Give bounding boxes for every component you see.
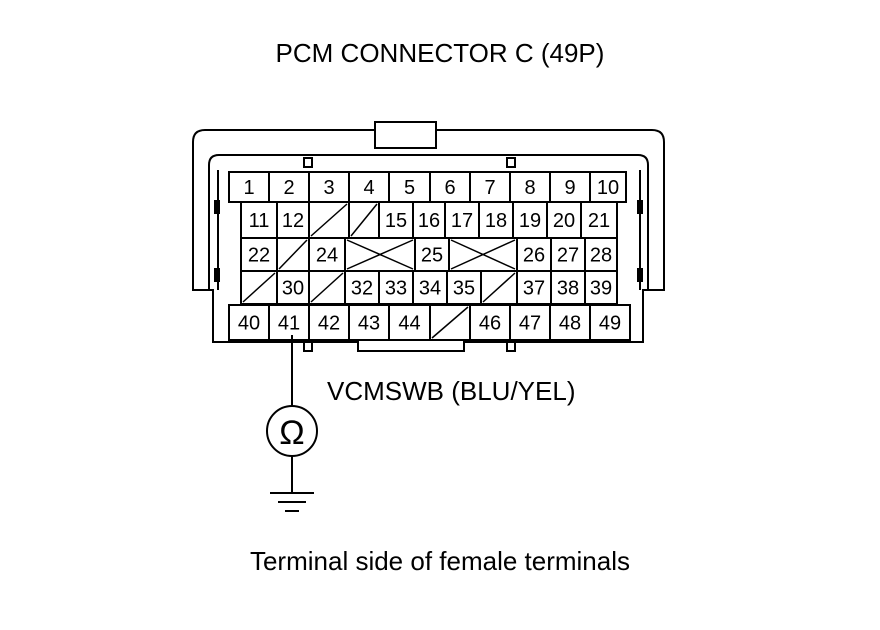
terminal-label: 19: [519, 210, 541, 232]
terminal-label: 35: [453, 278, 475, 300]
terminal-label: 22: [248, 245, 270, 267]
terminal-label: 39: [590, 278, 612, 300]
terminal-label: 24: [316, 245, 338, 267]
terminal-label: 42: [318, 313, 340, 335]
empty-cavity-mark: [278, 239, 308, 270]
terminal-label: 46: [479, 313, 501, 335]
terminal-label: 41: [278, 313, 300, 335]
empty-cavity-mark: [431, 306, 469, 339]
terminal-label: 25: [421, 245, 443, 267]
terminal-label: 2: [283, 177, 294, 199]
terminal-label: 18: [485, 210, 507, 232]
terminal-label: 27: [557, 245, 579, 267]
terminal-label: 21: [588, 210, 610, 232]
terminal-label: 47: [519, 313, 541, 335]
terminal-label: 11: [249, 210, 270, 232]
terminal-label: 48: [559, 313, 581, 335]
terminal-label: 49: [599, 313, 621, 335]
meter-symbol: Ω: [279, 414, 304, 452]
terminal-label: 1: [243, 177, 254, 199]
terminal-label: 17: [451, 210, 473, 232]
terminal-label: 38: [557, 278, 579, 300]
signal-label: VCMSWB (BLU/YEL): [327, 376, 576, 406]
empty-cavity-mark: [482, 272, 516, 303]
terminal-label: 37: [523, 278, 545, 300]
terminal-label: 43: [358, 313, 380, 335]
terminal-label: 16: [418, 210, 440, 232]
terminal-label: 32: [351, 278, 373, 300]
terminal-label: 7: [484, 177, 495, 199]
terminal-label: 9: [564, 177, 575, 199]
empty-cavity-mark: [346, 239, 414, 270]
terminal-label: 28: [590, 245, 612, 267]
terminal-label: 26: [523, 245, 545, 267]
terminal-label: 4: [363, 177, 374, 199]
terminal-cell: [589, 304, 631, 341]
connector-housing: [192, 121, 665, 352]
ground-icon: [270, 492, 314, 512]
empty-cavity-mark: [450, 239, 516, 270]
terminal-label: 44: [398, 313, 420, 335]
terminal-label: 10: [597, 177, 619, 199]
terminal-label: 6: [444, 177, 455, 199]
terminal-label: 34: [419, 278, 441, 300]
terminal-label: 33: [385, 278, 407, 300]
empty-cavity-mark: [242, 272, 276, 303]
ohmmeter-icon: Ω: [266, 405, 318, 457]
terminal-label: 8: [524, 177, 535, 199]
terminal-label: 40: [238, 313, 260, 335]
terminal-label: 15: [385, 210, 407, 232]
caption: Terminal side of female terminals: [249, 546, 631, 576]
terminal-label: 20: [553, 210, 575, 232]
terminal-label: 3: [323, 177, 334, 199]
empty-cavity-mark: [310, 203, 348, 237]
page-title: PCM CONNECTOR C (49P): [275, 38, 605, 68]
terminal-label: 5: [404, 177, 415, 199]
terminal-label: 12: [282, 210, 304, 232]
housing-latches: [214, 200, 643, 282]
empty-cavity-mark: [350, 203, 378, 237]
terminal-label: 30: [282, 278, 304, 300]
empty-cavity-mark: [310, 272, 344, 303]
